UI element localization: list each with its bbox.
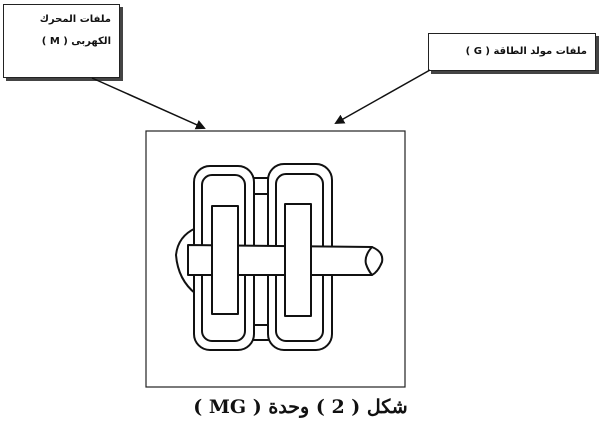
generator-rotor-block: [284, 203, 312, 317]
generator-label: ملفات مولد الطاقة ( G ): [465, 46, 587, 57]
motor-label-line1: ملفات المحرك: [39, 14, 111, 25]
figure-caption: شكل ( 2 ) وحدة ( MG ): [193, 396, 408, 418]
motor-windings-label-box: ملفات المحرك الكهربى ( M ): [3, 4, 120, 78]
motor-label-line2: الكهربى ( M ): [41, 36, 111, 47]
generator-windings-label-box: ملفات مولد الطاقة ( G ): [428, 33, 596, 71]
motor-rotor-block: [211, 205, 239, 315]
shaft-end-curve: [364, 246, 373, 276]
diagram-frame: [145, 130, 406, 388]
motor-leader-arrow: [91, 77, 206, 130]
generator-leader-arrow: [334, 69, 431, 124]
